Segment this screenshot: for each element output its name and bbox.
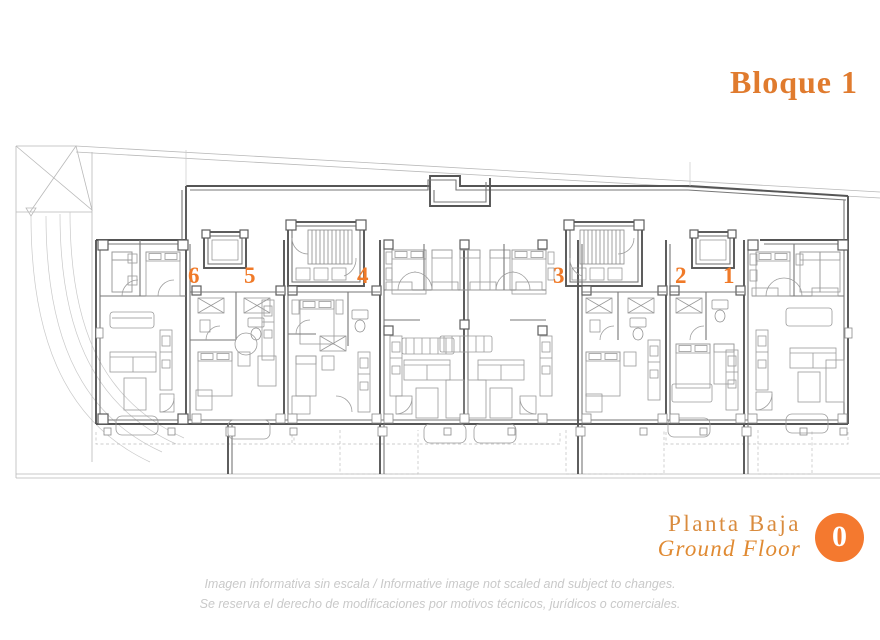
unit-number-5[interactable]: 5: [244, 263, 256, 288]
unit-number-1[interactable]: 1: [723, 263, 735, 288]
unit-3: [581, 285, 668, 424]
floor-legend-labels: Planta Baja Ground Floor: [658, 512, 801, 562]
terraces: [95, 413, 849, 475]
floor-label-en: Ground Floor: [657, 536, 801, 562]
unit-number-2[interactable]: 2: [675, 263, 687, 288]
guide-lines: [185, 150, 691, 186]
unit-4: [287, 285, 382, 424]
unit-1: [747, 239, 853, 424]
stairwell-right: [563, 219, 645, 287]
unit-5: [190, 285, 286, 424]
unit-6: [95, 239, 189, 425]
floor-label-es: Planta Baja: [668, 511, 801, 537]
unit-2: [669, 285, 746, 424]
stairwell-left: [285, 219, 367, 287]
party-walls: [185, 240, 749, 424]
central-units: [383, 239, 555, 424]
floor-number-badge: 0: [815, 512, 864, 562]
disclaimer-line-2: Se reserva el derecho de modificaciones …: [199, 596, 681, 611]
disclaimer-footer: Imagen informativa sin escala / Informat…: [0, 575, 880, 614]
disclaimer-line-1: Imagen informativa sin escala / Informat…: [204, 577, 676, 592]
service-cores: [201, 229, 737, 269]
building-outline: [95, 175, 849, 425]
floor-legend: Planta Baja Ground Floor 0: [658, 512, 864, 562]
unit-number-4[interactable]: 4: [357, 263, 369, 288]
unit-number-3[interactable]: 3: [553, 263, 565, 288]
unit-number-6[interactable]: 6: [188, 263, 200, 288]
page-title: Bloque 1: [729, 64, 858, 100]
